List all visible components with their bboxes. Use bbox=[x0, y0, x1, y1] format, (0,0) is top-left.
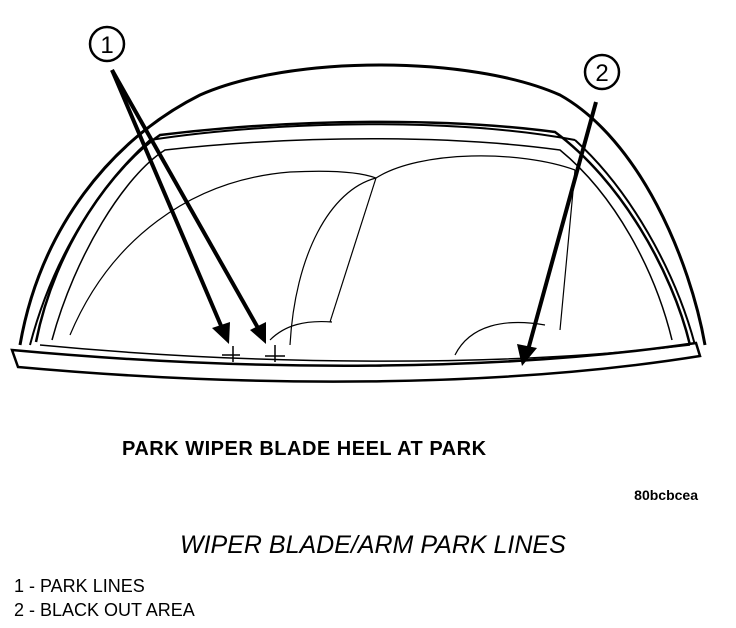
wiper-sweep-arc-right bbox=[289, 155, 576, 346]
figure-code: 80bcbcea bbox=[634, 487, 698, 503]
diagram-caption: PARK WIPER BLADE HEEL AT PARK bbox=[122, 438, 487, 460]
park-line-marks bbox=[222, 345, 285, 362]
callout-1: 1 bbox=[88, 25, 126, 63]
callout-2-circle bbox=[583, 53, 621, 91]
windshield-top-rail bbox=[149, 123, 576, 141]
legend-item-black-out-area: 2 - BLACK OUT AREA bbox=[14, 600, 195, 620]
callout-2-leader bbox=[526, 101, 598, 351]
cowl-inner-line bbox=[39, 344, 691, 362]
windshield-outer-frame bbox=[18, 63, 707, 346]
cowl-molding bbox=[10, 341, 702, 383]
callout-2-arrowhead bbox=[517, 344, 537, 366]
callout-1-leaders bbox=[110, 69, 260, 329]
wiper-blade-left bbox=[329, 177, 377, 323]
callout-2-number: 2 bbox=[595, 60, 608, 87]
legend-item-park-lines: 1 - PARK LINES bbox=[14, 576, 145, 596]
right-pillar bbox=[574, 139, 696, 346]
callout-2: 2 bbox=[583, 53, 621, 91]
callout-1-circle bbox=[88, 25, 126, 63]
glass-edge-line bbox=[51, 138, 673, 341]
wiper-sweep-arc-left bbox=[69, 170, 377, 336]
callout-1-number: 1 bbox=[100, 32, 113, 59]
figure-title: WIPER BLADE/ARM PARK LINES bbox=[180, 531, 566, 559]
legend: 1 - PARK LINES 2 - BLACK OUT AREA bbox=[14, 574, 195, 622]
windshield-diagram: 1 2 bbox=[10, 25, 707, 383]
wiper-blade-right bbox=[559, 169, 576, 331]
left-pillar bbox=[29, 139, 151, 346]
wiper-pivot-arc-right bbox=[454, 321, 546, 356]
callout-1-arrowhead-a bbox=[212, 322, 230, 344]
wiper-pivot-arc-left bbox=[269, 320, 333, 341]
callout-1-arrowhead-b bbox=[250, 322, 266, 344]
